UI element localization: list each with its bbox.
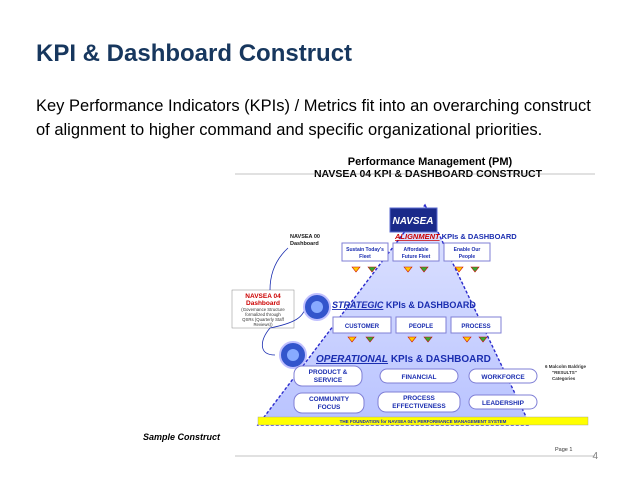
kpi-construct-diagram: Performance Management (PM) NAVSEA 04 KP…	[231, 156, 595, 457]
alignment-side-label-line1: NAVSEA 00	[290, 234, 320, 240]
operational-box-process-effectiveness: PROCESS EFFECTIVENESS	[377, 391, 461, 413]
gauge-indicators-row1	[351, 266, 480, 273]
strategic-side-note-line2: formalized through	[245, 312, 281, 317]
alignment-box-3: Enable Our People	[443, 242, 491, 262]
strategic-heading: STRATEGIC KPIs & DASHBOARD	[332, 300, 476, 310]
alignment-box-2: Affordable Future Fleet	[392, 242, 440, 262]
operational-box-community-focus: COMMUNITY FOCUS	[293, 392, 365, 414]
svg-text:EFFECTIVENESS: EFFECTIVENESS	[392, 403, 446, 410]
alignment-box-1: Sustain Today's Fleet	[341, 242, 389, 262]
strategic-box-customer: CUSTOMER	[332, 316, 392, 334]
svg-text:Sustain Today's: Sustain Today's	[346, 247, 384, 253]
baldrige-note-line3: Categories	[552, 376, 576, 381]
alignment-side-label-line2: Dashboard	[290, 241, 319, 247]
strategic-side-label-line2: Dashboard	[246, 300, 280, 307]
baldrige-note-line2: "RESULTS"	[552, 370, 577, 375]
svg-text:Future Fleet: Future Fleet	[402, 254, 431, 260]
navsea-logo-text: NAVSEA	[393, 216, 434, 227]
figure-page-label: Page 1	[555, 447, 572, 453]
svg-text:PROCESS: PROCESS	[461, 324, 490, 330]
baldrige-note-line1: 6 Malcolm Baldrige	[545, 364, 587, 369]
operational-box-financial: FINANCIAL	[379, 368, 459, 384]
gauge-indicators-row2	[347, 336, 488, 343]
operational-heading: OPERATIONAL KPIs & DASHBOARD	[316, 354, 491, 365]
operational-box-leadership: LEADERSHIP	[468, 394, 538, 410]
slide-page-number: 4	[592, 451, 598, 462]
strategic-side-note-line3: QSRs (Quarterly Staff	[242, 317, 285, 322]
operational-box-product-service: PRODUCT & SERVICE	[293, 365, 363, 387]
strategic-side-label-box	[231, 289, 295, 329]
strategic-side-note-line4: Reviews))	[253, 322, 273, 327]
svg-text:FINANCIAL: FINANCIAL	[401, 374, 436, 381]
foundation-text: THE FOUNDATION for NAVSEA 04's PERFORMAN…	[340, 419, 507, 424]
svg-text:SERVICE: SERVICE	[314, 377, 343, 384]
navsea-logo	[389, 207, 438, 233]
figure-caption: Sample Construct	[143, 432, 221, 442]
svg-text:LEADERSHIP: LEADERSHIP	[482, 400, 525, 407]
strategic-side-label-line1: NAVSEA 04	[245, 293, 281, 300]
operational-seal-inner	[287, 349, 299, 361]
svg-text:WORKFORCE: WORKFORCE	[481, 374, 525, 381]
alignment-heading: ALIGNMENT KPIs & DASHBOARD	[394, 232, 517, 241]
slide-body-text: Key Performance Indicators (KPIs) / Metr…	[36, 97, 591, 139]
svg-text:CUSTOMER: CUSTOMER	[345, 324, 380, 330]
operational-box-workforce: WORKFORCE	[468, 368, 538, 384]
figure-header-line1: Performance Management (PM)	[348, 156, 513, 168]
svg-text:COMMUNITY: COMMUNITY	[309, 396, 350, 403]
slide-title: KPI & Dashboard Construct	[36, 40, 353, 67]
svg-text:FOCUS: FOCUS	[318, 404, 341, 411]
svg-text:PEOPLE: PEOPLE	[409, 324, 433, 330]
svg-text:Enable Our: Enable Our	[454, 247, 481, 253]
strategic-box-people: PEOPLE	[395, 316, 447, 334]
strategic-box-process: PROCESS	[450, 316, 502, 334]
strategic-seal-inner	[311, 301, 323, 313]
svg-text:PRODUCT &: PRODUCT &	[309, 369, 348, 376]
svg-text:Affordable: Affordable	[404, 247, 429, 253]
strategic-side-note-line1: (Governance Structure	[241, 307, 285, 312]
foundation-bar	[257, 416, 589, 426]
svg-text:Fleet: Fleet	[359, 254, 371, 260]
svg-text:People: People	[459, 254, 476, 260]
svg-text:PROCESS: PROCESS	[403, 395, 435, 402]
